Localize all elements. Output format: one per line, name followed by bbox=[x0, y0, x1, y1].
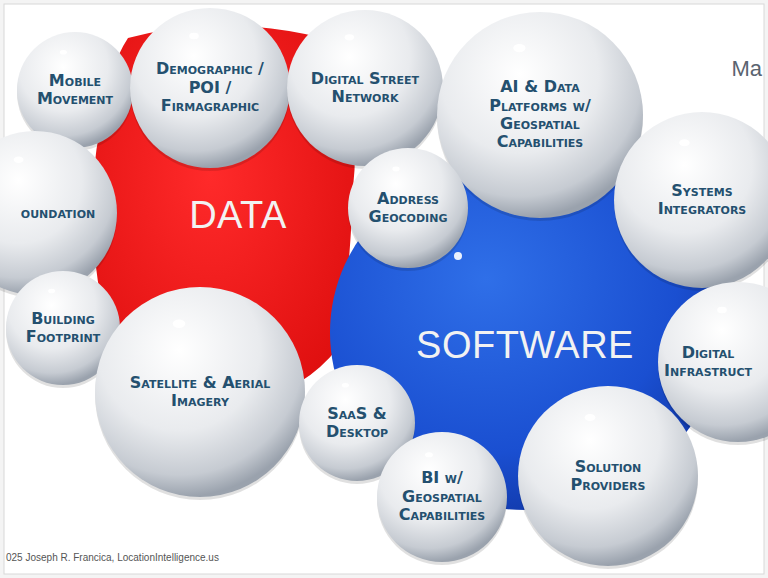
cut-title: Ma bbox=[731, 56, 762, 82]
topic-label: Digital Street Network bbox=[305, 70, 426, 107]
topic-label: Building Footprint bbox=[19, 310, 107, 347]
sphere-fill bbox=[437, 12, 643, 218]
topic-label: BI w/ Geospatial Capabilities bbox=[392, 469, 493, 524]
sphere-gloss bbox=[717, 307, 727, 313]
topic-sphere: BI w/ Geospatial Capabilities bbox=[377, 432, 507, 562]
sphere-gloss bbox=[425, 452, 433, 457]
sphere-fill bbox=[0, 131, 117, 295]
topic-sphere: Solution Providers bbox=[518, 386, 698, 566]
topic-label: Systems Integrators bbox=[642, 182, 762, 219]
sphere-gloss bbox=[585, 414, 596, 421]
topic-label: Satellite & Aerial Imagery bbox=[119, 374, 282, 411]
topic-sphere: Demographic / POI / Firmagraphic bbox=[130, 8, 290, 168]
topic-sphere: Mobile Movement bbox=[17, 32, 133, 148]
topic-label: SaaS & Desktop bbox=[312, 405, 402, 442]
sphere-gloss bbox=[173, 320, 186, 328]
sphere-gloss bbox=[513, 44, 525, 52]
sphere-fill bbox=[518, 386, 698, 566]
topic-sphere: oundation bbox=[0, 131, 117, 295]
topic-label: oundation bbox=[8, 204, 108, 222]
topic-label: AI & Data Platforms w/ Geospatial Capabi… bbox=[460, 78, 620, 152]
sphere-gloss bbox=[60, 50, 67, 55]
region-title: DATA bbox=[189, 194, 287, 237]
sphere-gloss bbox=[342, 383, 349, 388]
topic-label: Mobile Movement bbox=[30, 72, 120, 109]
sphere-fill bbox=[287, 10, 443, 166]
topic-label: Solution Providers bbox=[538, 458, 678, 495]
sphere-fill bbox=[614, 112, 768, 288]
sphere-fill bbox=[95, 287, 305, 497]
topic-sphere: Address Geocoding bbox=[348, 148, 468, 268]
topic-label: Digital Infrastruct bbox=[656, 344, 760, 381]
sphere-fill bbox=[348, 148, 468, 268]
sphere-gloss bbox=[48, 289, 55, 294]
region-title: SOFTWARE bbox=[416, 324, 634, 367]
sphere-fill bbox=[377, 432, 507, 562]
sphere-gloss bbox=[189, 33, 199, 39]
topic-sphere: Digital Street Network bbox=[287, 10, 443, 166]
topic-sphere: Systems Integrators bbox=[614, 112, 768, 288]
topic-label: Address Geocoding bbox=[362, 190, 455, 227]
topic-label: Demographic / POI / Firmagraphic bbox=[148, 60, 272, 115]
topic-sphere: Satellite & Aerial Imagery bbox=[95, 287, 305, 497]
sphere-gloss bbox=[392, 167, 399, 172]
sphere-fill bbox=[17, 32, 133, 148]
copyright-caption: 025 Joseph R. Francica, LocationIntellig… bbox=[6, 552, 219, 563]
sphere-gloss bbox=[679, 139, 690, 146]
sphere-fill bbox=[130, 8, 290, 168]
sphere-gloss bbox=[345, 34, 354, 40]
sphere-gloss bbox=[14, 156, 24, 163]
topic-sphere: AI & Data Platforms w/ Geospatial Capabi… bbox=[437, 12, 643, 218]
highlight-dot bbox=[454, 252, 462, 260]
